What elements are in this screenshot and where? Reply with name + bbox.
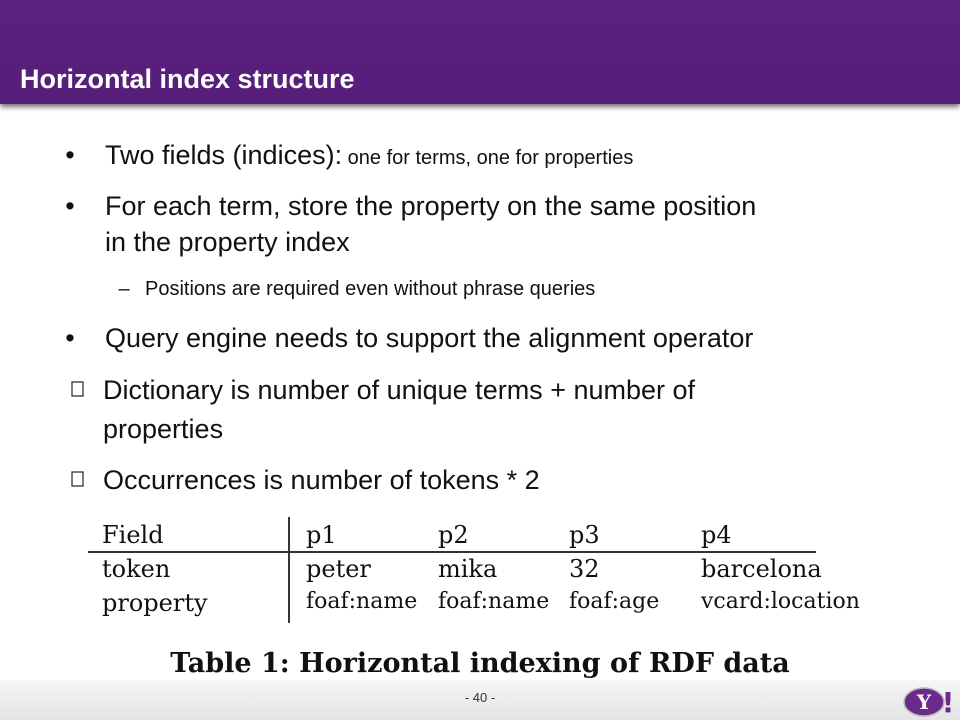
conclusion-text: Occurrences is number of tokens * 2 xyxy=(103,465,540,495)
bullet-marker: • xyxy=(65,140,75,170)
sub-bullet-text: Positions are required even without phra… xyxy=(145,278,596,300)
table-cell: mika xyxy=(438,555,498,583)
table-cell: peter xyxy=(306,555,371,583)
arrow-bullet-icon xyxy=(70,471,86,492)
bullet-text-line1: For each term, store the property on the… xyxy=(105,191,757,221)
bullet-text-line2: in the property index xyxy=(105,227,350,257)
conclusion-text-line2: properties xyxy=(103,414,224,444)
table-caption: Table 1: Horizontal indexing of RDF data xyxy=(170,648,790,679)
bullet-text: Query engine needs to support the alignm… xyxy=(105,323,754,353)
table-header-p2: p2 xyxy=(438,521,469,549)
bullet-marker: • xyxy=(65,191,75,221)
table-column-divider xyxy=(288,517,290,623)
bullet-marker: • xyxy=(65,323,75,353)
table-header-p4: p4 xyxy=(701,521,732,549)
slide-title: Horizontal index structure xyxy=(20,64,355,94)
table-cell: token xyxy=(102,555,171,583)
arrow-bullet-icon xyxy=(70,381,86,402)
footer-bar xyxy=(0,680,960,720)
sub-bullet-marker: – xyxy=(118,278,130,300)
table-cell: barcelona xyxy=(701,555,822,583)
table-header-field: Field xyxy=(102,521,164,549)
bullet-main-text: Two fields (indices): xyxy=(105,140,343,170)
table-cell: foaf:age xyxy=(569,589,660,614)
table-header-p1: p1 xyxy=(306,521,337,549)
svg-text:!: ! xyxy=(942,686,954,718)
title-bar: Horizontal index structure xyxy=(0,0,960,104)
svg-text:Y: Y xyxy=(916,690,932,714)
table-cell: foaf:name xyxy=(438,589,550,614)
table-divider xyxy=(88,551,816,553)
table-cell: property xyxy=(102,589,208,617)
bullet-text: Two fields (indices): one for terms, one… xyxy=(105,138,633,175)
table-cell: vcard:location xyxy=(701,589,860,614)
table-header-p3: p3 xyxy=(569,521,600,549)
page-number: - 40 - xyxy=(464,690,496,705)
table-cell: 32 xyxy=(569,555,600,583)
yahoo-logo: Y ! xyxy=(902,684,954,719)
conclusion-text-line1: Dictionary is number of unique terms + n… xyxy=(103,375,696,405)
table-cell: foaf:name xyxy=(306,589,418,614)
bullet-detail-text: one for terms, one for properties xyxy=(342,147,634,169)
